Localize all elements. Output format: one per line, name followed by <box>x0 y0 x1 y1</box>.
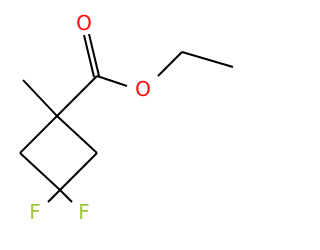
ring-bond-left-top <box>19 115 58 154</box>
methyl-bond <box>22 79 58 117</box>
ester-o-ch2-bond <box>157 51 183 77</box>
carbonyl-oxygen-label: O <box>76 11 92 35</box>
ester-c-o-bond <box>96 75 128 87</box>
ring-bond-top-right <box>56 115 98 154</box>
ring-bond-right-bottom <box>59 152 98 191</box>
ring-bond-bottom-left <box>19 152 61 191</box>
c-f-bond-left <box>47 189 61 203</box>
c-f-bond-right <box>59 189 73 203</box>
fluorine-right-label: F <box>78 200 90 224</box>
carbonyl-carbon-bond <box>56 75 98 117</box>
carbonyl-double-bond-a <box>88 33 100 77</box>
carbonyl-double-bond-b <box>83 34 95 78</box>
ester-oxygen-label: O <box>135 77 151 101</box>
ethyl-bond <box>181 51 234 68</box>
molecule-structure: O O F F <box>19 11 234 224</box>
fluorine-left-label: F <box>29 200 41 224</box>
